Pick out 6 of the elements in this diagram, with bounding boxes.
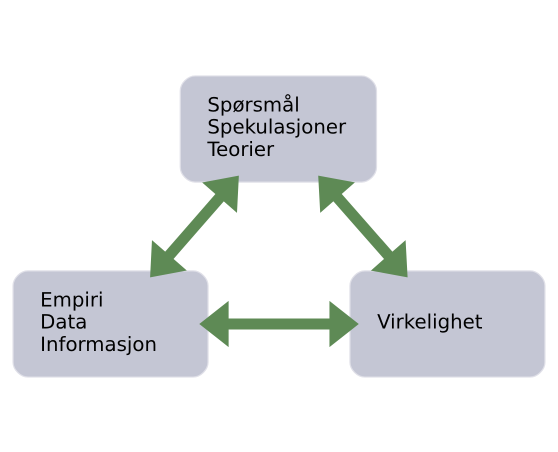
- arrow: [318, 175, 408, 277]
- node-box: Virkelighet: [349, 270, 546, 378]
- arrow: [199, 300, 359, 347]
- node-box: Spørsmål Spekulasjoner Teorier: [180, 74, 378, 182]
- node-box: Empiri Data Informasjon: [12, 270, 209, 378]
- arrow: [150, 175, 239, 277]
